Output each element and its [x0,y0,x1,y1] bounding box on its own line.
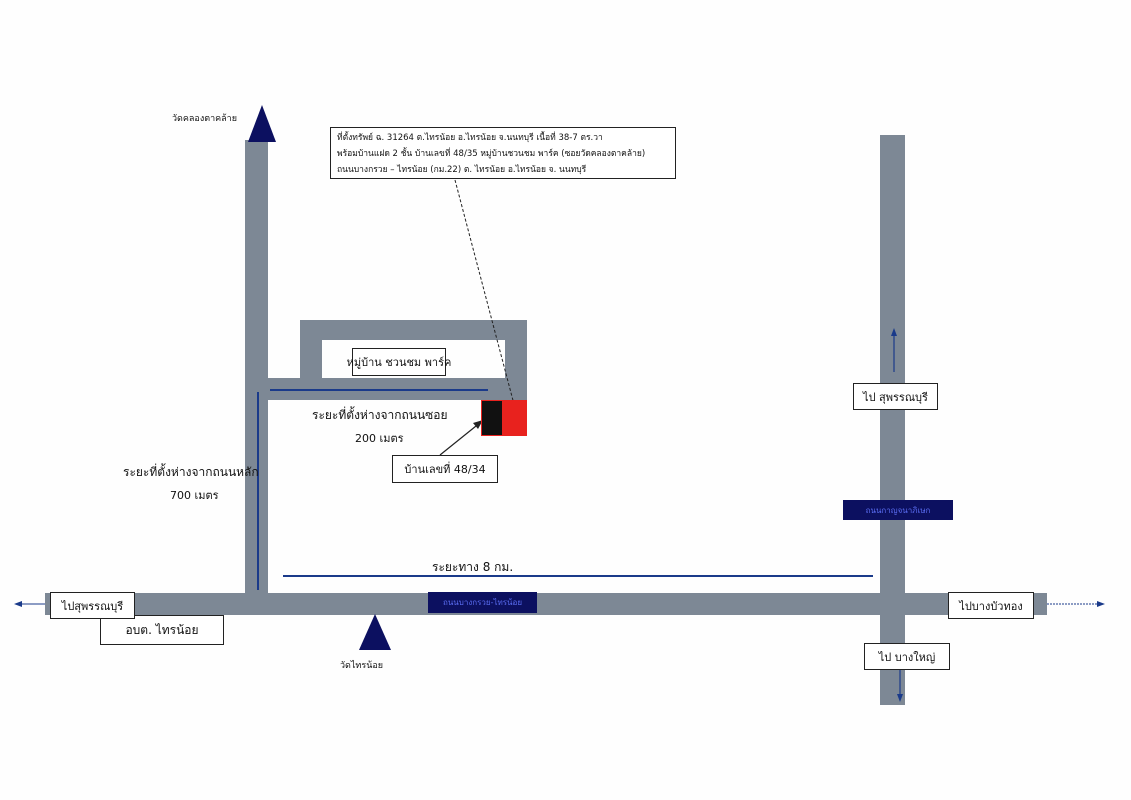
house-label: บ้านเลขที่ 48/34 [392,455,498,483]
info-line-1: ที่ตั้งทรัพย์ ฉ. 31264 ต.ไทรน้อย อ.ไทรน้… [337,133,603,143]
pointer-dashed-line [454,179,516,409]
property-house [503,400,527,436]
distance-line-main [257,392,259,590]
property-info-box: ที่ตั้งทรัพย์ ฉ. 31264 ต.ไทรน้อย อ.ไทรน้… [330,127,676,179]
direction-left-label: ไปสุพรรณบุรี [50,592,135,619]
temple-bottom-icon [359,614,391,650]
main-distance-value: 700 เมตร [170,489,219,502]
direction-right-label: ไปบางบัวทอง [948,592,1034,619]
village-road-top [300,320,527,340]
info-line-2: พร้อมบ้านแฝด 2 ชั้น บ้านเลขที่ 48/35 หมู… [337,149,646,159]
info-line-3: ถนนบางกรวย – ไทรน้อย (กม.22) ต. ไทรน้อย … [337,165,587,175]
distance-line-total [283,575,873,577]
distance-line-soi [270,389,488,391]
village-label: หมู่บ้าน ชวนชม พาร์ค [347,348,451,376]
direction-down-label: ไป บางใหญ่ [864,643,950,670]
soi-distance-value: 200 เมตร [355,432,404,445]
main-distance-label: ระยะที่ตั้งห่างจากถนนหลัก [123,465,259,479]
main-road-label: ถนนบางกรวย-ไทรน้อย [428,592,537,613]
kanchanaphisek-road [880,135,905,705]
house-pointer-arrow [439,421,482,456]
left-vertical-road [245,140,268,600]
soi-distance-label: ระยะที่ตั้งห่างจากถนนซอย [312,408,448,422]
main-road [45,593,1047,615]
direction-up-label: ไป สุพรรณบุรี [853,383,938,410]
neighbor-house [481,400,503,436]
total-distance-label: ระยะทาง 8 กม. [432,560,514,574]
village-road-left [300,320,322,380]
temple-top-label: วัดคลองตาคล้าย [172,114,237,124]
temple-top-icon [248,105,276,142]
sao-label: อบต. ไทรน้อย [100,615,224,645]
temple-bottom-label: วัดไทรน้อย [340,661,384,671]
cross-road-label: ถนนกาญจนาภิเษก [843,500,953,520]
